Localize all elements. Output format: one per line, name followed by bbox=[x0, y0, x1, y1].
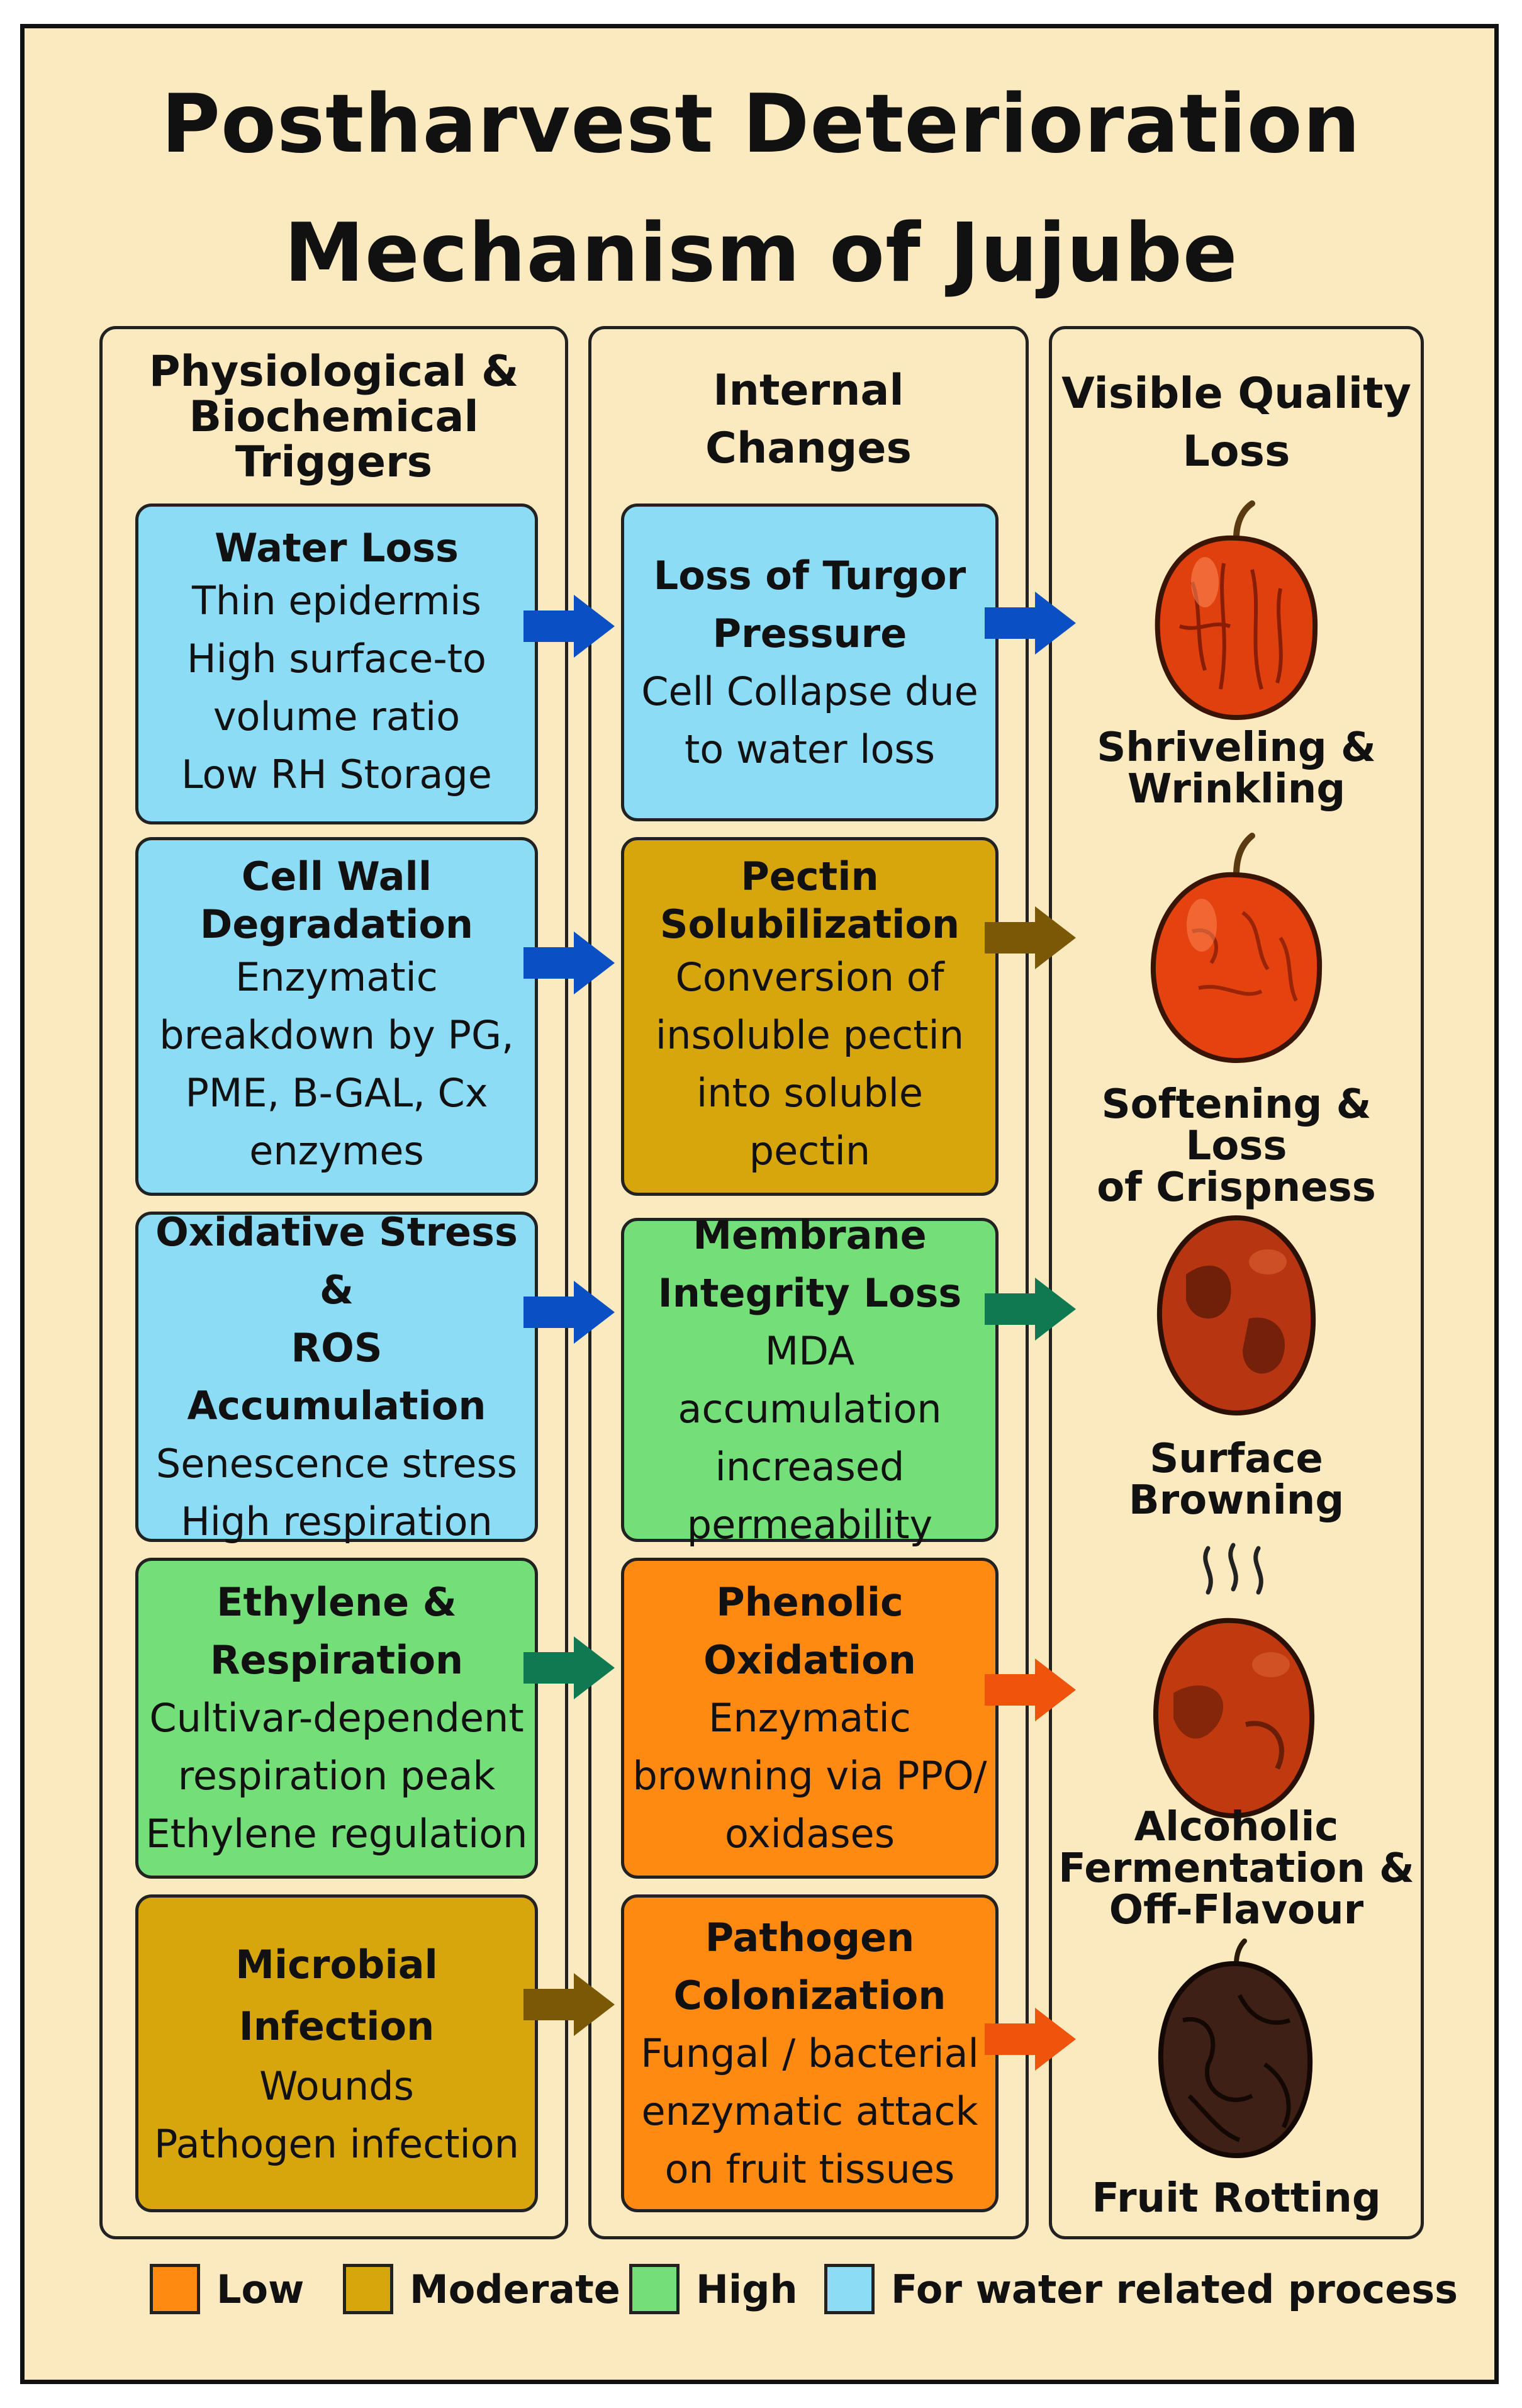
legend-swatch-high bbox=[629, 2264, 680, 2314]
arrow-oxidative-to-membrane bbox=[523, 1281, 615, 1344]
trigger-box-oxidative-stress: Oxidative Stress & ROS Accumulation Sene… bbox=[135, 1209, 538, 1544]
caption-fruit-rotting: Fruit Rotting bbox=[1092, 2175, 1381, 2222]
caption-alcoholic-fermentation: Alcoholic Fermentation & Off-Flavour bbox=[1058, 1804, 1414, 1933]
fermenting-jujube-icon bbox=[1153, 1543, 1315, 1819]
arrow-pathogen-to-rotting bbox=[985, 2008, 1076, 2071]
arrow-ethylene-to-phenolic bbox=[523, 1636, 615, 1699]
legend-item-high: High bbox=[629, 2261, 798, 2317]
shriveled-jujube-icon bbox=[1155, 500, 1318, 721]
legend-swatch-moderate bbox=[343, 2264, 393, 2314]
caption-softening: Softening & Loss of Crispness bbox=[1097, 1081, 1376, 1211]
visible-loss-column bbox=[1049, 326, 1424, 2239]
triggers-heading: Physiological & Biochemical Triggers bbox=[148, 347, 519, 487]
caption-surface-browning: Surface Browning bbox=[1128, 1436, 1345, 1524]
arrow-membrane-to-browning bbox=[985, 1278, 1076, 1341]
trigger-box-water-loss: Water Loss Thin epidermis High surface-t… bbox=[135, 504, 538, 824]
soft-jujube-icon bbox=[1150, 833, 1323, 1064]
legend-swatch-low bbox=[150, 2264, 200, 2314]
internal-box-pectin-solubilization: Pectin Solubilization Conversion of inso… bbox=[621, 837, 999, 1196]
arrow-cellwall-to-pectin bbox=[523, 931, 615, 994]
rotten-jujube-icon bbox=[1158, 1938, 1313, 2159]
legend-item-low: Low bbox=[150, 2261, 304, 2317]
internal-box-turgor-loss: Loss of Turgor Pressure Cell Collapse du… bbox=[621, 504, 999, 821]
trigger-box-cell-wall-degradation: Cell Wall Degradation Enzymatic breakdow… bbox=[135, 837, 538, 1196]
arrow-pectin-to-softening bbox=[985, 906, 1076, 969]
trigger-box-ethylene-respiration: Ethylene & Respiration Cultivar-dependen… bbox=[135, 1558, 538, 1879]
legend-item-water: For water related process bbox=[824, 2261, 1458, 2317]
browned-jujube-icon bbox=[1156, 1215, 1316, 1416]
arrow-turgor-to-shriveling bbox=[985, 592, 1076, 655]
page-title: Postharvest Deterioration Mechanism of J… bbox=[0, 60, 1522, 318]
internal-box-phenolic-oxidation: Phenolic Oxidation Enzymatic browning vi… bbox=[621, 1558, 999, 1879]
arrow-phenolic-to-fermentation bbox=[985, 1658, 1076, 1721]
arrow-microbial-to-pathogen bbox=[523, 1973, 615, 2036]
internal-box-membrane-integrity-loss: Membrane Integrity Loss MDA accumulation… bbox=[621, 1212, 999, 1548]
caption-shriveling: Shriveling & Wrinkling bbox=[1097, 724, 1376, 813]
triggers-column bbox=[99, 326, 568, 2239]
internal-changes-column bbox=[588, 326, 1029, 2239]
legend-item-moderate: Moderate bbox=[343, 2261, 620, 2317]
legend-swatch-water bbox=[824, 2264, 875, 2314]
title-line-1: Postharvest Deterioration bbox=[161, 77, 1361, 171]
title-line-2: Mechanism of Jujube bbox=[284, 206, 1238, 300]
arrow-water-to-turgor bbox=[523, 595, 615, 658]
internal-box-pathogen-colonization: Pathogen Colonization Fungal / bacterial… bbox=[621, 1894, 999, 2212]
visible-loss-heading: Visible Quality Loss bbox=[1061, 369, 1411, 476]
internal-changes-heading: Internal Changes bbox=[705, 366, 912, 473]
trigger-box-microbial-infection: Microbial Infection Wounds Pathogen infe… bbox=[135, 1894, 538, 2212]
